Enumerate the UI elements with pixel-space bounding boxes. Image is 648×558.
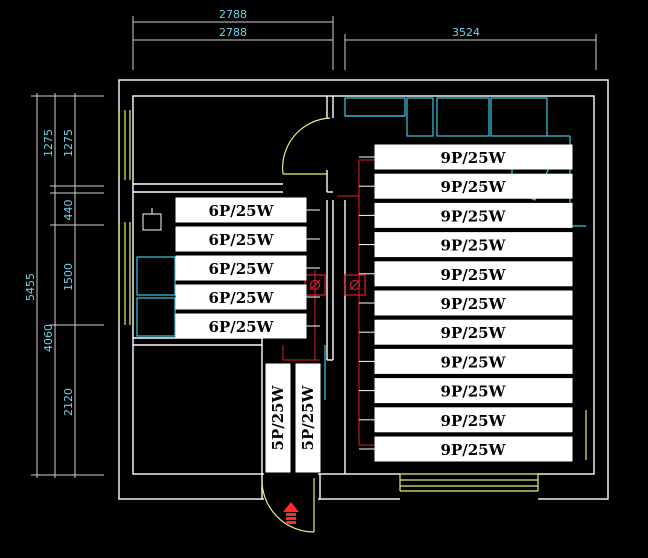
- dim-left-upper: 4060: [42, 324, 55, 352]
- bay-9p[interactable]: 9P/25W: [374, 348, 573, 374]
- bay-label: 9P/25W: [441, 383, 507, 401]
- bay-9p[interactable]: 9P/25W: [374, 378, 573, 404]
- windows-and-doors: [118, 110, 587, 533]
- bays-right: 9P/25W 9P/25W 9P/25W 9P/25W 9P/25W 9P/25W 9P/2…: [374, 144, 573, 462]
- bay-6p[interactable]: 6P/25W: [175, 284, 307, 310]
- bay-label: 9P/25W: [441, 149, 507, 167]
- bay-label: 6P/25W: [209, 260, 275, 278]
- bay-5p[interactable]: 5P/25W: [295, 363, 321, 473]
- dim-left-total: 5455: [24, 273, 37, 301]
- dim-top-inner-left: 2788: [219, 26, 247, 39]
- bay-9p[interactable]: 9P/25W: [374, 202, 573, 228]
- dim-left-seg-2: 1275: [62, 129, 75, 157]
- bay-9p[interactable]: 9P/25W: [374, 232, 573, 258]
- bay-label: 9P/25W: [441, 412, 507, 430]
- dim-left-seg-4: 1500: [62, 263, 75, 291]
- bay-label: 6P/25W: [209, 289, 275, 307]
- bays-lower: 5P/25W 5P/25W: [265, 363, 321, 473]
- dim-left-seg-5: 2120: [62, 388, 75, 416]
- dim-top-inner-right: 3524: [452, 26, 480, 39]
- dim-top-outer: 2788: [219, 8, 247, 21]
- bay-5p[interactable]: 5P/25W: [265, 363, 291, 473]
- bay-9p[interactable]: 9P/25W: [374, 319, 573, 345]
- bay-label: 9P/25W: [441, 207, 507, 225]
- bay-9p[interactable]: 9P/25W: [374, 144, 573, 170]
- bay-label: 5P/25W: [299, 384, 317, 450]
- door-opening-bottom: [264, 473, 318, 501]
- sink-icon: [142, 208, 162, 231]
- bay-6p[interactable]: 6P/25W: [175, 197, 307, 223]
- bay-label: 9P/25W: [441, 237, 507, 255]
- bay-label: 6P/25W: [209, 318, 275, 336]
- bay-label: 6P/25W: [209, 231, 275, 249]
- bay-9p[interactable]: 9P/25W: [374, 290, 573, 316]
- bay-9p[interactable]: 9P/25W: [374, 173, 573, 199]
- bay-6p[interactable]: 6P/25W: [175, 255, 307, 281]
- dim-left-seg-1: 1275: [42, 129, 55, 157]
- bay-6p[interactable]: 6P/25W: [175, 313, 307, 339]
- bay-label: 6P/25W: [209, 202, 275, 220]
- bay-9p[interactable]: 9P/25W: [374, 436, 573, 462]
- valve-icon: [344, 274, 366, 296]
- bay-label: 9P/25W: [441, 295, 507, 313]
- top-dimensions: [132, 16, 597, 70]
- bay-label: 9P/25W: [441, 266, 507, 284]
- bay-label: 9P/25W: [441, 178, 507, 196]
- bays-middle: 6P/25W 6P/25W 6P/25W 6P/25W 6P/25W: [175, 197, 320, 339]
- bay-label: 5P/25W: [269, 384, 287, 450]
- bay-9p[interactable]: 9P/25W: [374, 261, 573, 287]
- left-dimensions: [31, 93, 104, 478]
- exit-arrow-icon: [283, 502, 299, 524]
- bay-6p[interactable]: 6P/25W: [175, 226, 307, 252]
- pipe-branches-right: [359, 156, 375, 450]
- bay-label: 9P/25W: [441, 353, 507, 371]
- bay-label: 9P/25W: [441, 441, 507, 459]
- dim-left-seg-3: 440: [62, 200, 75, 221]
- bay-9p[interactable]: 9P/25W: [374, 407, 573, 433]
- bay-label: 9P/25W: [441, 324, 507, 342]
- window-opening-bottom: [400, 473, 538, 501]
